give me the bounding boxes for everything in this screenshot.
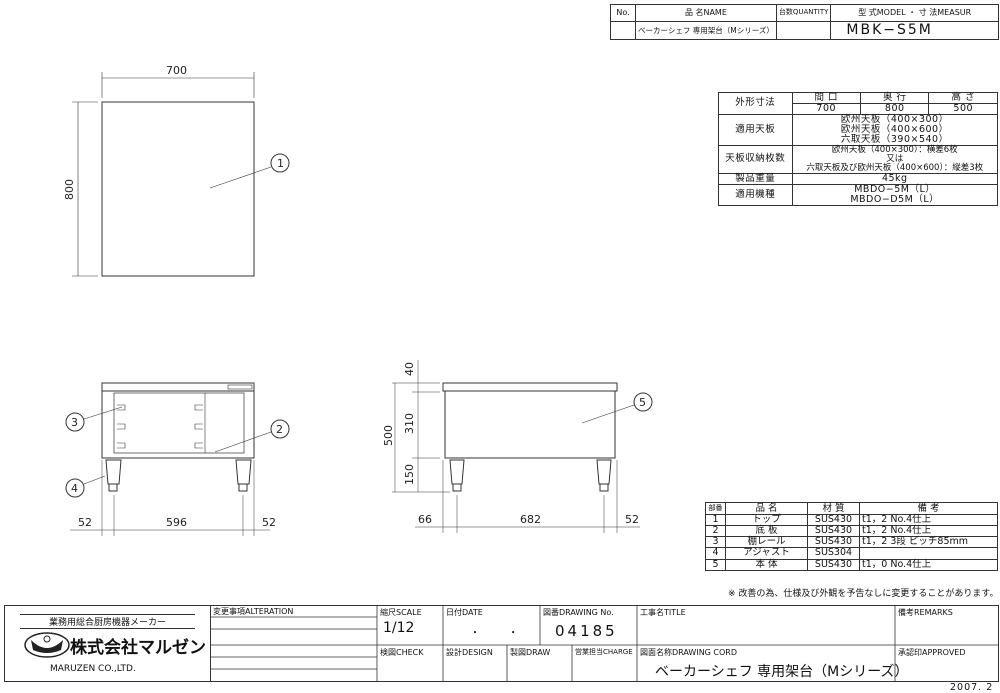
date-label: 日付DATE bbox=[446, 608, 483, 617]
pan: 六取天板（390×540） bbox=[840, 133, 949, 145]
top-depth-dim: 800 bbox=[63, 179, 76, 200]
width-value: 700 bbox=[791, 102, 861, 115]
pan: 欧州天板（400×300） bbox=[840, 113, 949, 125]
charge-label: 営業担当CHARGE bbox=[575, 648, 633, 656]
balloon-5: 5 bbox=[639, 396, 646, 409]
maruzen-logo-icon bbox=[24, 632, 70, 658]
side-view: 40 310 150 500 66 682 52 5 bbox=[382, 360, 653, 533]
capacity: 又は bbox=[886, 153, 904, 164]
revision-date: 2007. 2 bbox=[950, 682, 994, 693]
side-height-body: 310 bbox=[403, 413, 416, 434]
pan-label: 適用天板 bbox=[718, 113, 793, 146]
table-cell: t1，0 No.4仕上 bbox=[859, 558, 998, 571]
front-dim-center: 596 bbox=[166, 516, 187, 529]
table-cell: SUS304 bbox=[807, 546, 860, 560]
weight-value: 45kg bbox=[791, 172, 998, 185]
top-width-dim: 700 bbox=[166, 64, 187, 77]
alteration-label: 変更事項ALTERATION bbox=[213, 607, 294, 616]
model: MBDO−D5M（L） bbox=[850, 193, 940, 205]
scale-value: 1/12 bbox=[383, 620, 415, 636]
check-label: 検図CHECK bbox=[380, 648, 424, 657]
design-label: 設計DESIGN bbox=[446, 648, 493, 657]
side-total-height: 500 bbox=[382, 425, 395, 446]
pan: 欧州天板（400×600） bbox=[840, 123, 949, 135]
side-height-leg: 150 bbox=[403, 464, 416, 485]
front-dim-left: 52 bbox=[78, 516, 92, 529]
balloon-2: 2 bbox=[276, 423, 283, 436]
height-value: 500 bbox=[928, 102, 998, 115]
company-name-en: MARUZEN CO.,LTD. bbox=[50, 664, 136, 674]
capacity: 六取天板及び欧州天板（400×600）：縦差3枚 bbox=[806, 162, 984, 173]
balloon-1: 1 bbox=[277, 157, 284, 170]
drawing-cord-label: 図面名称DRAWING CORD bbox=[640, 648, 738, 657]
model-value: MBK−S5M bbox=[830, 21, 999, 40]
model: MBDO−5M（L） bbox=[854, 183, 936, 195]
company-name-jp: 株式会社マルゼン bbox=[70, 638, 206, 658]
company-tagline: 業務用総合厨房機器メーカー bbox=[20, 614, 195, 629]
parts-header: 品 名 bbox=[725, 502, 808, 515]
depth-value: 800 bbox=[859, 102, 930, 115]
product-name: ベーカーシェフ 専用架台（Mシリーズ） bbox=[635, 21, 777, 40]
date-value: ・ ・ bbox=[470, 628, 519, 639]
scale-label: 縮尺SCALE bbox=[380, 608, 422, 617]
remarks-label: 備考REMARKS bbox=[898, 608, 953, 617]
side-dim-center: 682 bbox=[520, 513, 541, 526]
front-view: 52 596 52 3 2 4 bbox=[65, 382, 290, 536]
balloon-4: 4 bbox=[71, 482, 78, 495]
side-dim-left: 66 bbox=[418, 513, 432, 526]
parts-header: 備 考 bbox=[859, 502, 998, 515]
table-cell bbox=[859, 546, 998, 560]
title-label: 工事名TITLE bbox=[640, 608, 686, 617]
drawing-no-value: 04185 bbox=[555, 622, 618, 640]
front-dim-right: 52 bbox=[262, 516, 276, 529]
side-dim-right: 52 bbox=[625, 513, 639, 526]
outer-dim-label: 外形寸法 bbox=[718, 92, 793, 115]
capacity-label: 天板収納枚数 bbox=[718, 144, 793, 174]
drawing-cord-value: ベーカーシェフ 専用架台（Mシリーズ） bbox=[655, 664, 909, 680]
drawing-no-label: 図番DRAWING No. bbox=[543, 608, 614, 617]
balloon-3: 3 bbox=[71, 416, 78, 429]
draw-label: 製図DRAW bbox=[510, 648, 551, 657]
disclaimer-note: ※ 改善の為、仕様及び外観を予告なしに変更することがあります。 bbox=[728, 589, 999, 599]
side-height-top: 40 bbox=[403, 362, 416, 376]
capacity: 欧州天板（400×300）：横差6枚 bbox=[831, 144, 958, 155]
approved-label: 承認印APPROVED bbox=[898, 648, 966, 657]
top-view: 700 800 1 bbox=[63, 64, 290, 277]
company-logo-block: 業務用総合厨房機器メーカー 株式会社マルゼン MARUZEN CO.,LTD. bbox=[4, 605, 211, 682]
